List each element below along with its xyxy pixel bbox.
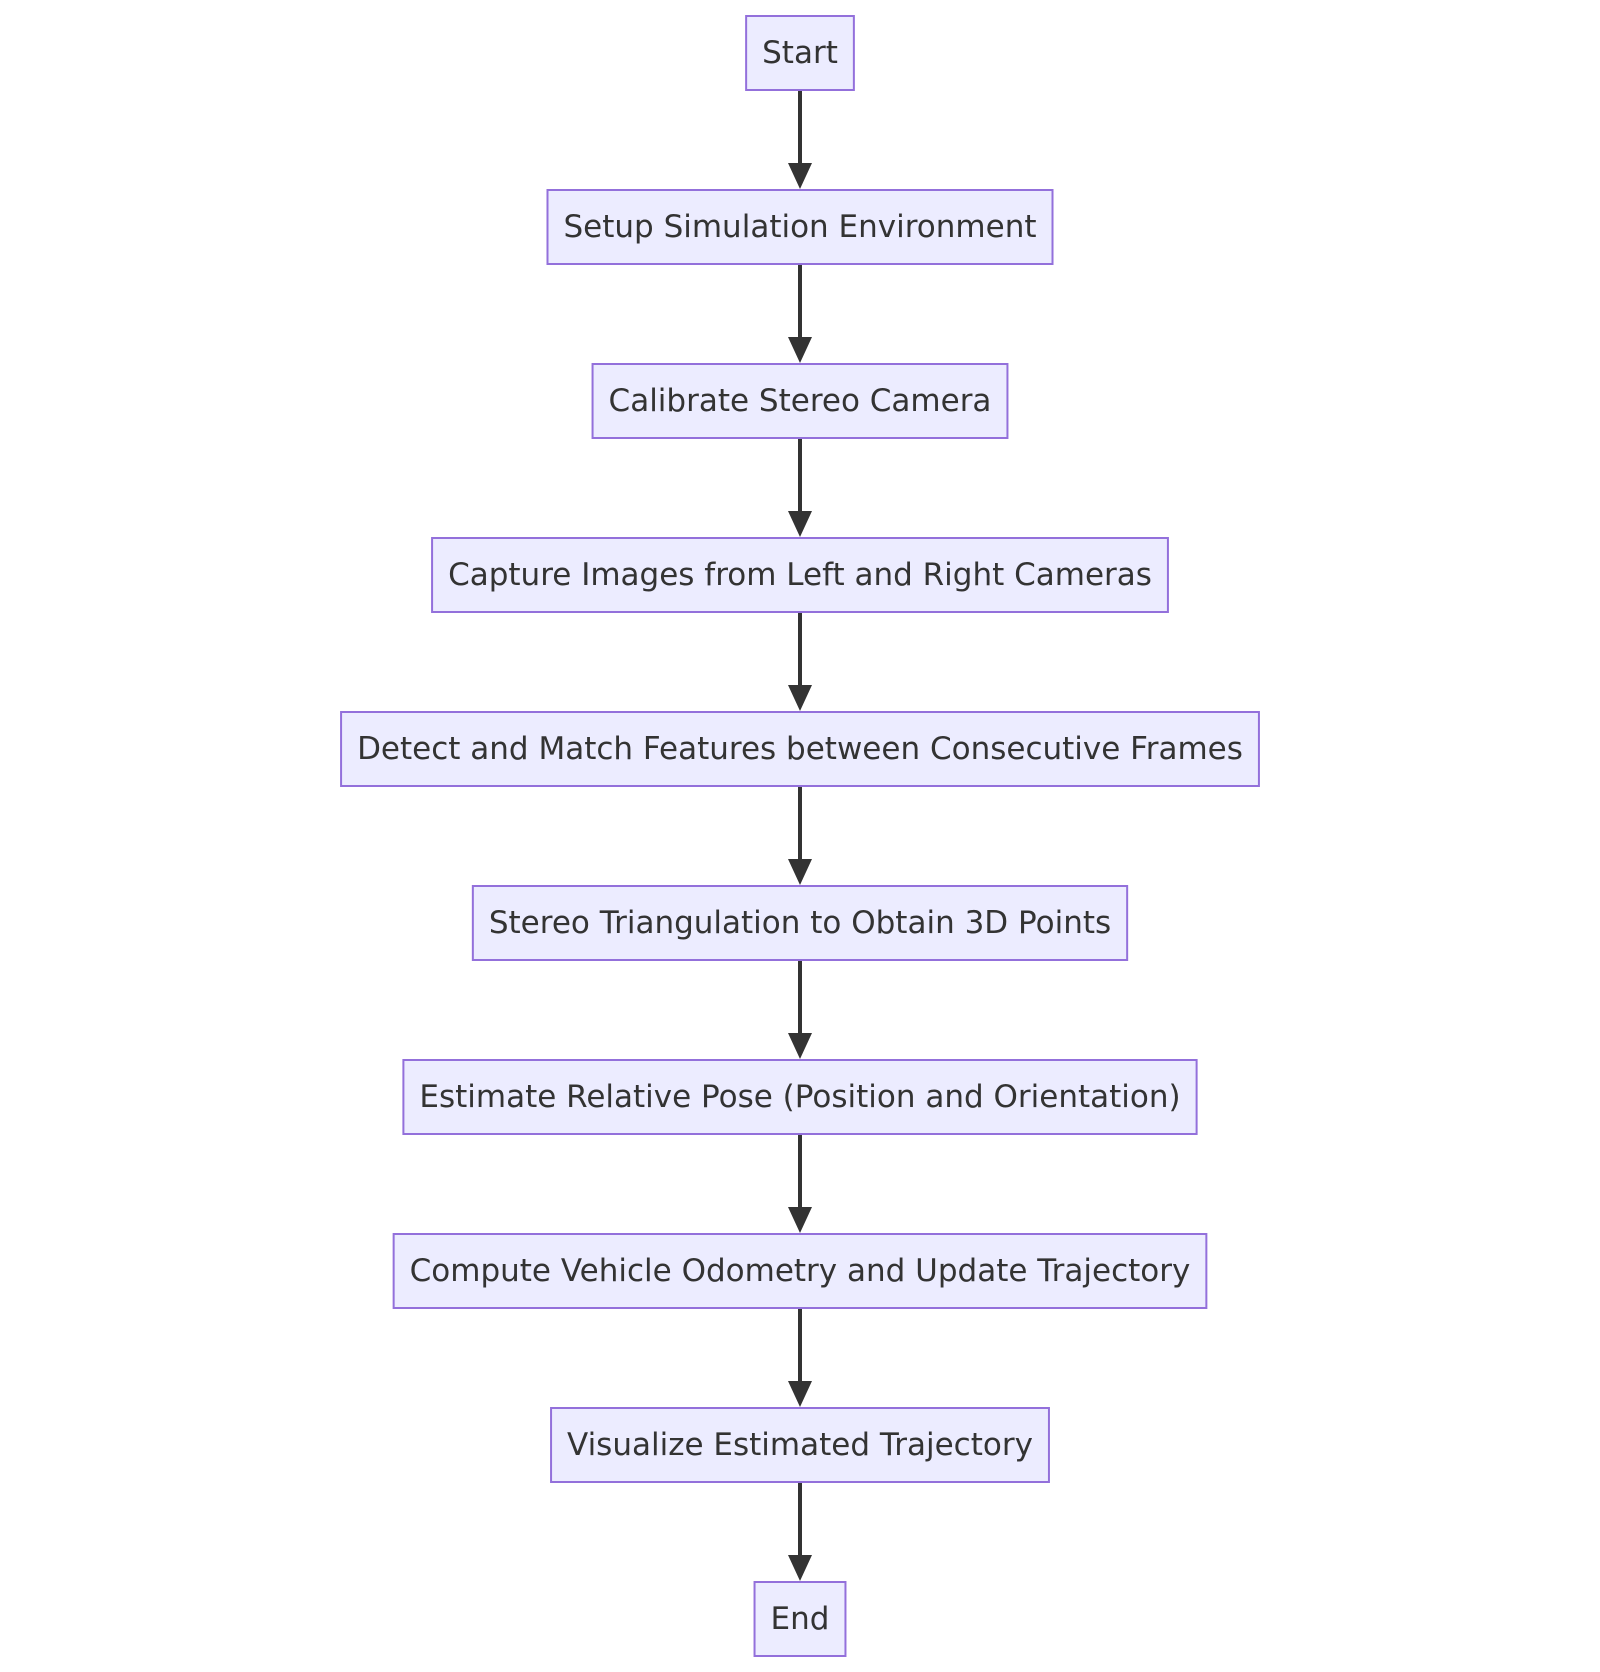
node-capture: Capture Images from Left and Right Camer… [431,537,1169,613]
arrowhead-icon [788,1207,812,1233]
node-start: Start [745,15,855,91]
edge-odometry-to-visualize [788,1309,812,1407]
arrowhead-icon [788,1381,812,1407]
edge-calibrate-to-capture [788,439,812,537]
node-box-setup [546,189,1054,265]
node-box-calibrate [591,363,1009,439]
node-box-triangulate [471,885,1129,961]
arrowhead-icon [788,685,812,711]
node-label-end: End [771,1601,830,1637]
node-box-estimate [402,1059,1198,1135]
arrowhead-icon [788,859,812,885]
edge-triangulate-to-estimate [788,961,812,1059]
node-label-estimate: Estimate Relative Pose (Position and Ori… [419,1079,1180,1115]
edge-start-to-setup [788,91,812,189]
node-box-start [745,15,855,91]
node-box-detect [340,711,1260,787]
edges-layer [788,91,812,1581]
node-estimate: Estimate Relative Pose (Position and Ori… [402,1059,1198,1135]
edge-detect-to-triangulate [788,787,812,885]
node-label-start: Start [762,35,838,71]
node-visualize: Visualize Estimated Trajectory [550,1407,1050,1483]
arrowhead-icon [788,163,812,189]
node-box-capture [431,537,1169,613]
arrowhead-icon [788,1033,812,1059]
node-odometry: Compute Vehicle Odometry and Update Traj… [392,1233,1208,1309]
edge-capture-to-detect [788,613,812,711]
node-label-calibrate: Calibrate Stereo Camera [609,383,992,419]
node-label-visualize: Visualize Estimated Trajectory [567,1427,1033,1463]
node-detect: Detect and Match Features between Consec… [340,711,1260,787]
node-triangulate: Stereo Triangulation to Obtain 3D Points [471,885,1129,961]
node-label-detect: Detect and Match Features between Consec… [357,731,1243,767]
node-setup: Setup Simulation Environment [546,189,1054,265]
node-label-triangulate: Stereo Triangulation to Obtain 3D Points [489,905,1111,941]
node-label-capture: Capture Images from Left and Right Camer… [448,557,1152,593]
arrowhead-icon [788,337,812,363]
node-end: End [753,1581,847,1657]
node-calibrate: Calibrate Stereo Camera [591,363,1009,439]
node-box-visualize [550,1407,1050,1483]
node-box-end [753,1581,847,1657]
arrowhead-icon [788,1555,812,1581]
node-label-setup: Setup Simulation Environment [563,209,1036,245]
arrowhead-icon [788,511,812,537]
edge-visualize-to-end [788,1483,812,1581]
node-label-odometry: Compute Vehicle Odometry and Update Traj… [410,1253,1191,1289]
node-box-odometry [392,1233,1208,1309]
edge-setup-to-calibrate [788,265,812,363]
edge-estimate-to-odometry [788,1135,812,1233]
